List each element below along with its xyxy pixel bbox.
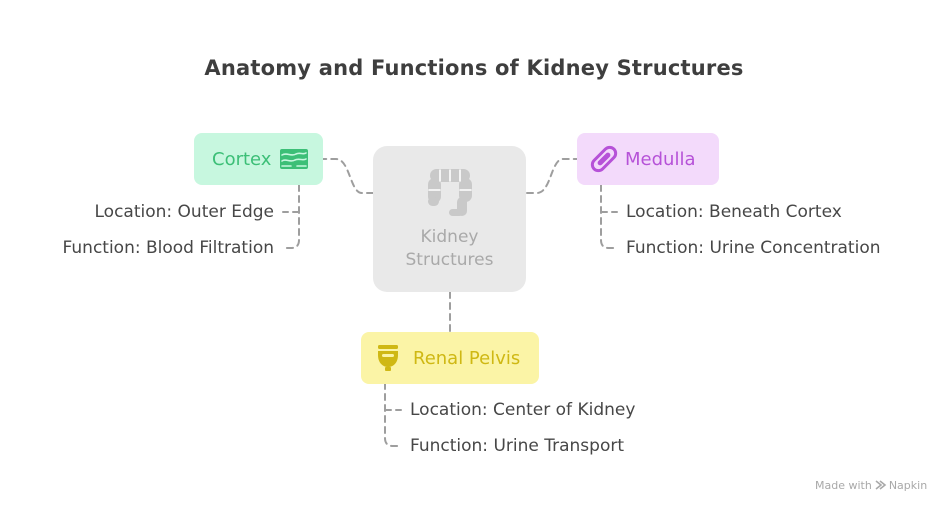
node-medulla: Medulla [577, 133, 719, 185]
watermark-brand: Napkin [888, 479, 928, 492]
medulla-location-item: Location: Beneath Cortex [626, 202, 842, 222]
central-label-line1: Kidney [420, 227, 479, 247]
napkin-logo-icon [875, 480, 887, 490]
node-cortex-label: Cortex [212, 148, 272, 170]
connector-cortex-leaves [282, 184, 300, 249]
cortex-function-item: Function: Blood Filtration [62, 238, 274, 258]
intestine-icon [428, 169, 472, 216]
watermark-prefix: Made with [815, 479, 872, 492]
node-cortex: Cortex [194, 133, 323, 185]
connector-medulla-leaves [600, 184, 618, 249]
node-renal-pelvis: Renal Pelvis [361, 332, 539, 384]
cortex-location-item: Location: Outer Edge [94, 202, 275, 222]
medulla-function-item: Function: Urine Concentration [626, 238, 881, 258]
connector-pelvis-leaves [384, 382, 402, 447]
central-node: Kidney Structures [373, 146, 526, 292]
node-medulla-label: Medulla [625, 148, 696, 170]
capsule-link-icon [590, 145, 618, 173]
central-label-line2: Structures [405, 250, 494, 270]
pelvis-location-item: Location: Center of Kidney [410, 400, 636, 420]
diagram-title: Anatomy and Functions of Kidney Structur… [204, 56, 744, 80]
pelvis-function-item: Function: Urine Transport [410, 436, 625, 456]
connector-medulla [526, 158, 578, 194]
tissue-icon [280, 149, 309, 169]
node-renal-pelvis-label: Renal Pelvis [413, 347, 521, 369]
connector-cortex [322, 158, 374, 194]
made-with-napkin-watermark: Made with Napkin [815, 479, 927, 492]
funnel-cup-icon [378, 345, 398, 371]
